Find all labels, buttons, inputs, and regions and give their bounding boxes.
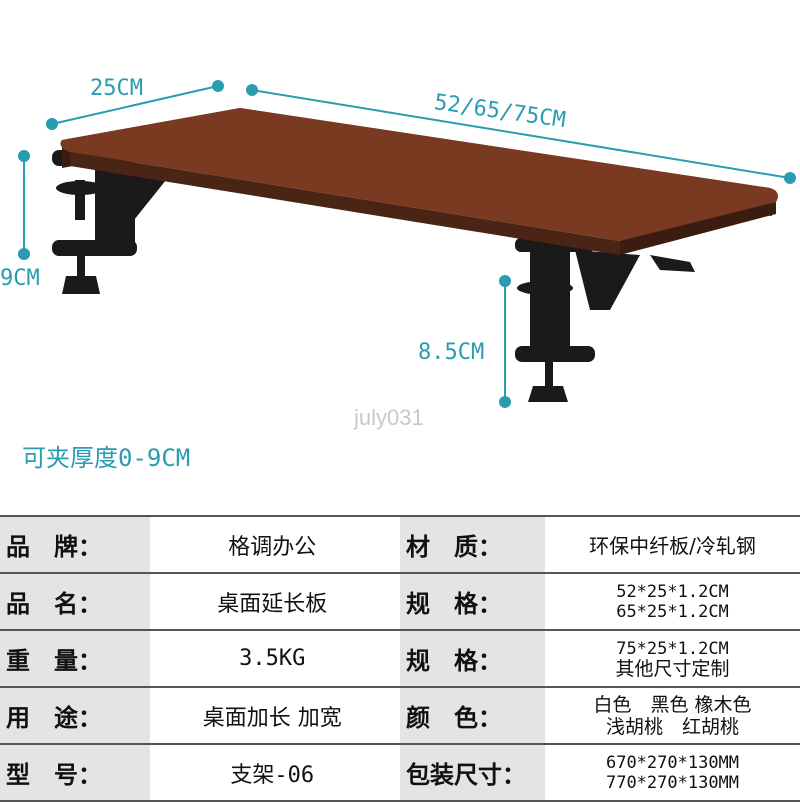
spec-value-line: 浅胡桃 红胡桃: [605, 715, 739, 738]
spec-value-line: 75*25*1.2CM: [616, 638, 729, 659]
right-clamp: [515, 238, 695, 402]
spec-value: 格调办公: [150, 515, 395, 574]
dimension-lines: [18, 80, 796, 408]
spec-key: 包装尺寸：: [400, 743, 545, 802]
spec-key: 材 质：: [400, 515, 545, 574]
spec-key: 型 号：: [0, 743, 150, 802]
spec-value-line: 770*270*130MM: [605, 772, 740, 793]
spec-table: 品 牌： 格调办公 材 质： 环保中纤板/冷轧钢 品 名： 桌面延长板 规 格：…: [0, 515, 800, 802]
spec-value-line: 52*25*1.2CM: [616, 581, 729, 602]
wood-board: [60, 108, 778, 255]
spec-value: 桌面加长 加宽: [150, 686, 395, 745]
spec-value: 环保中纤板/冷轧钢: [545, 515, 800, 574]
spec-value: 3.5KG: [150, 629, 395, 688]
depth-label: 25CM: [90, 76, 143, 101]
spec-value: 桌面延长板: [150, 572, 395, 631]
clamp-height-right-label: 8.5CM: [418, 340, 485, 365]
product-illustration: 25CM 52/65/75CM 9CM 8.5CM 可夹厚度0-9CM july…: [0, 76, 796, 472]
spec-value: 支架-06: [150, 743, 395, 802]
clamp-height-left-label: 9CM: [0, 266, 40, 291]
spec-key: 重 量：: [0, 629, 150, 688]
spec-row: 用 途： 桌面加长 加宽 颜 色： 白色 黑色 橡木色浅胡桃 红胡桃: [0, 686, 800, 745]
desk-extender-drawing: [18, 80, 796, 408]
spec-key: 颜 色：: [400, 686, 545, 745]
spec-key: 品 名：: [0, 572, 150, 631]
spec-value: 白色 黑色 橡木色浅胡桃 红胡桃: [545, 686, 800, 745]
spec-key: 用 途：: [0, 686, 150, 745]
clamp-range-label: 可夹厚度0-9CM: [22, 444, 191, 472]
spec-value-line: 670*270*130MM: [605, 752, 740, 773]
spec-value-line: 65*25*1.2CM: [616, 601, 729, 622]
spec-key: 品 牌：: [0, 515, 150, 574]
spec-value-line: 其他尺寸定制: [615, 657, 730, 680]
spec-row: 品 牌： 格调办公 材 质： 环保中纤板/冷轧钢: [0, 515, 800, 574]
watermark: july031: [354, 405, 424, 430]
spec-key: 规 格：: [400, 572, 545, 631]
spec-key: 规 格：: [400, 629, 545, 688]
spec-value-line: 白色 黑色 橡木色: [593, 693, 752, 716]
